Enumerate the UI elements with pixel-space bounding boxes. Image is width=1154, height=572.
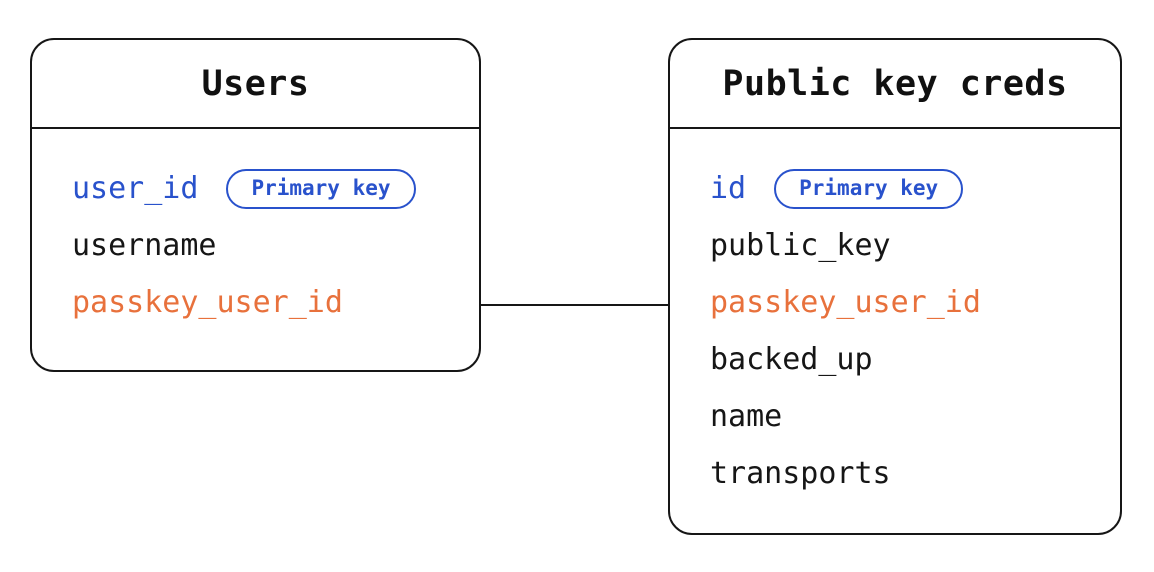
primary-key-badge: Primary key	[226, 168, 416, 209]
field-name: name	[710, 398, 783, 434]
table-public-key-creds: Public key creds id Primary key public_k…	[668, 38, 1122, 535]
field-name: user_id	[72, 170, 199, 206]
field-name: transports	[710, 455, 891, 491]
field-row-passkey-user-id: passkey_user_id	[710, 274, 1104, 331]
field-name: passkey_user_id	[72, 284, 343, 320]
field-row-transports: transports	[710, 445, 1104, 502]
table-users-title: Users	[32, 40, 479, 129]
primary-key-badge: Primary key	[774, 168, 964, 209]
table-public-key-creds-body: id Primary key public_key passkey_user_i…	[670, 129, 1120, 502]
field-name: public_key	[710, 227, 891, 263]
table-users: Users user_id Primary key username passk…	[30, 38, 481, 372]
table-users-body: user_id Primary key username passkey_use…	[32, 129, 479, 331]
table-public-key-creds-title: Public key creds	[670, 40, 1120, 129]
field-row-passkey-user-id: passkey_user_id	[72, 274, 463, 331]
field-name: backed_up	[710, 341, 873, 377]
field-row-username: username	[72, 217, 463, 274]
field-row-user-id: user_id Primary key	[72, 160, 463, 217]
field-row-id: id Primary key	[710, 160, 1104, 217]
field-name: id	[710, 170, 747, 206]
relationship-line-passkey-user-id	[481, 304, 668, 306]
field-name: passkey_user_id	[710, 284, 981, 320]
field-row-public-key: public_key	[710, 217, 1104, 274]
field-row-name: name	[710, 388, 1104, 445]
field-name: username	[72, 227, 217, 263]
field-row-backed-up: backed_up	[710, 331, 1104, 388]
